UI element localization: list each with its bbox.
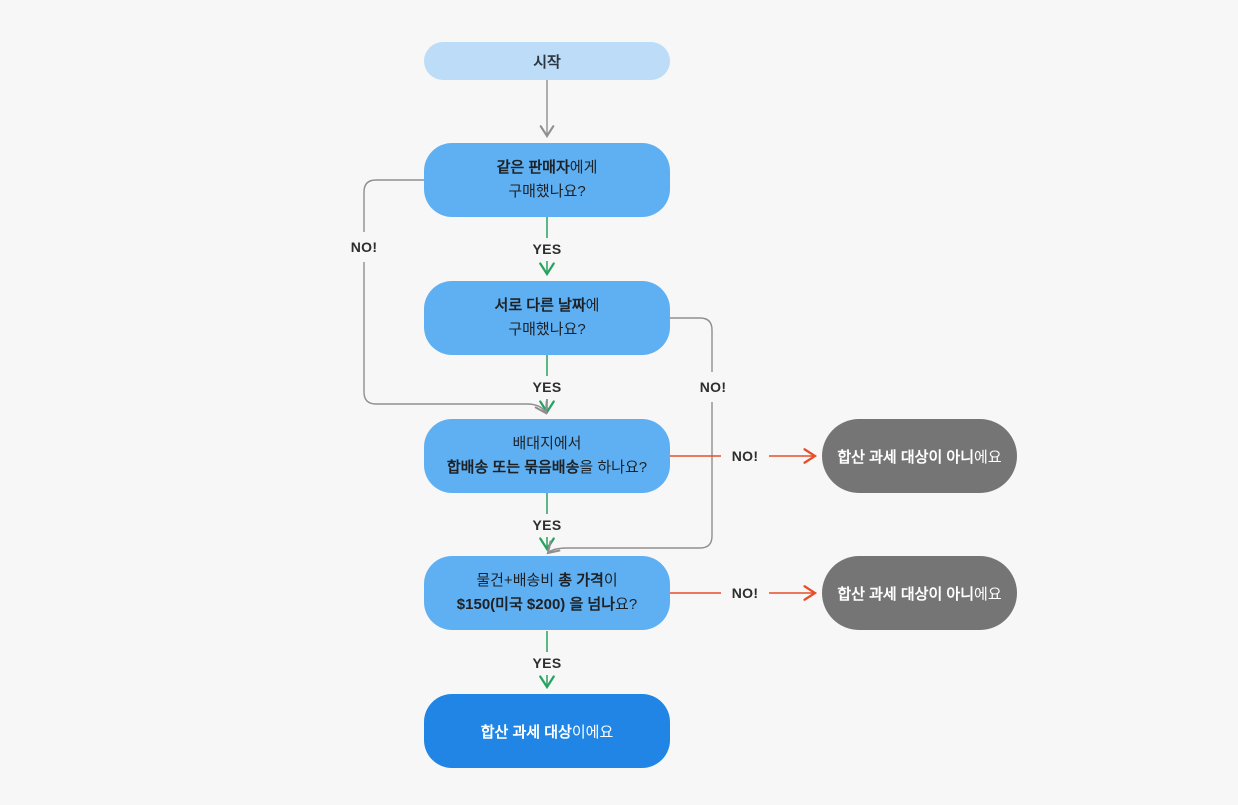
question-line: 서로 다른 날짜에 xyxy=(494,297,600,314)
node-question-combined-shipping: 배대지에서 합배송 또는 묶음배송을 하나요? xyxy=(424,419,670,493)
edge-label-yes-q2: YES xyxy=(532,379,562,395)
edge-label-no-q4: NO! xyxy=(731,585,759,601)
node-start-label: 시작 xyxy=(533,53,561,71)
edge-label-yes-q3: YES xyxy=(532,517,562,533)
node-start: 시작 xyxy=(424,42,670,80)
question-line: $150(미국 $200) 을 넘나요? xyxy=(456,596,638,613)
result-label: 합산 과세 대상이에요 xyxy=(480,723,614,741)
edge-label-no-q1: NO! xyxy=(350,239,378,255)
node-question-total-price: 물건+배송비 총 가격이 $150(미국 $200) 을 넘나요? xyxy=(424,556,670,630)
edge-q1-no-loop-bottom xyxy=(363,262,548,415)
edge-label-yes-q4: YES xyxy=(532,655,562,671)
node-result-not-taxed-1: 합산 과세 대상이 아니에요 xyxy=(822,419,1017,493)
node-question-different-dates: 서로 다른 날짜에 구매했나요? xyxy=(424,281,670,355)
question-line: 배대지에서 xyxy=(512,435,582,452)
edge-label-yes-q1: YES xyxy=(532,241,562,257)
result-label: 합산 과세 대상이 아니에요 xyxy=(837,448,1002,466)
question-line: 합배송 또는 묶음배송을 하나요? xyxy=(446,459,648,476)
question-line: 물건+배송비 총 가격이 xyxy=(476,572,618,589)
node-result-taxed: 합산 과세 대상이에요 xyxy=(424,694,670,768)
edge-label-no-q2: NO! xyxy=(699,379,727,395)
question-line: 같은 판매자에게 xyxy=(496,159,598,176)
edge-label-no-q3: NO! xyxy=(731,448,759,464)
edge-q2-no-right-top xyxy=(670,317,713,372)
node-result-not-taxed-2: 합산 과세 대상이 아니에요 xyxy=(822,556,1017,630)
question-line: 구매했나요? xyxy=(508,183,586,200)
result-label: 합산 과세 대상이 아니에요 xyxy=(837,585,1002,603)
question-line: 구매했나요? xyxy=(508,321,586,338)
edge-q2-no-right-bottom xyxy=(546,402,713,555)
node-question-same-seller: 같은 판매자에게 구매했나요? xyxy=(424,143,670,217)
edge-q1-no-loop-top xyxy=(363,179,424,232)
